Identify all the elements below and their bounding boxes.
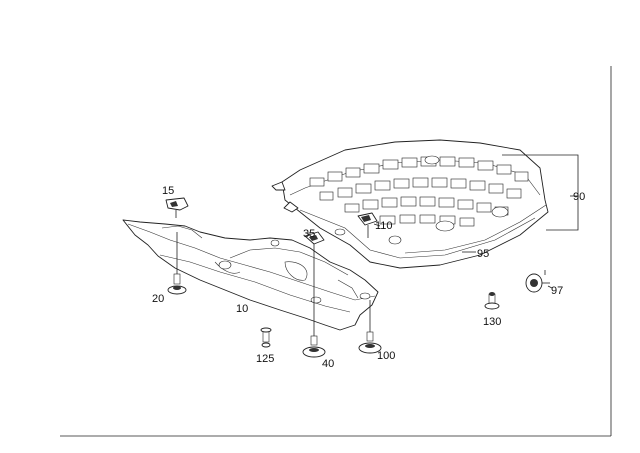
leader-lines [308,154,579,289]
callout-35: 35 [303,228,315,240]
callout-110: 110 [375,220,393,232]
callout-10: 10 [236,303,248,315]
rear-underbody-panel [271,139,549,269]
part-130-screw [484,292,500,310]
callout-20: 20 [152,293,164,305]
part-97-screw [525,270,550,293]
panel-ribs [309,155,529,245]
callout-97: 97 [551,285,563,297]
part-15-clip [165,197,189,218]
part-125-screw [260,327,272,348]
part-100-bolt [358,300,382,354]
callout-95: 95 [477,248,489,260]
callout-90: 90 [573,191,585,203]
part-110-clip [357,212,378,238]
callout-40: 40 [322,358,334,370]
part-40-bolt [302,300,326,358]
callout-100: 100 [377,350,395,362]
callout-125: 125 [256,353,274,365]
callout-labels: 10 15 20 35 40 90 95 97 100 110 125 130 [152,185,585,370]
part-20-bolt [167,232,187,295]
callout-15: 15 [162,185,174,197]
callout-130: 130 [483,316,501,328]
part-35-clip [304,231,325,300]
